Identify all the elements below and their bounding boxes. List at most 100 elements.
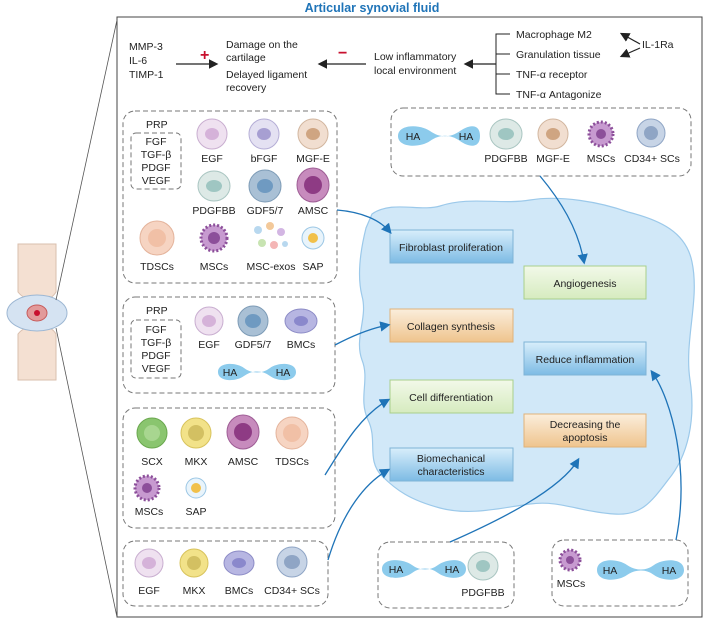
g2-ha-molecule [218, 363, 296, 381]
effect-biomech-label-1: Biomechanical [417, 453, 485, 465]
g4-label-bmcs: BMCs [225, 585, 254, 597]
g2-ha-right: HA [276, 367, 291, 379]
factor-granulation: Granulation tissue [516, 49, 601, 61]
arrow-g7-to-inflammation [650, 369, 682, 541]
effect-fibroblast-label: Fibroblast proliferation [399, 242, 503, 254]
effect-angio-box [523, 265, 647, 300]
g5-ha-molecule [398, 126, 480, 146]
effect-apoptosis-label-1: Decreasing the [550, 419, 621, 431]
group4-box [122, 540, 329, 607]
g6-cell-pdgfbb [467, 551, 499, 581]
g4-cell-egf [134, 548, 164, 578]
g1-label-gdf57: GDF5/7 [247, 205, 284, 217]
g1-prp-pdgf: PDGF [141, 162, 170, 174]
minus-sign: − [338, 45, 347, 62]
g1-cell-mscs [199, 223, 229, 253]
g3-cell-amsc [226, 414, 260, 450]
plus-sign: + [200, 47, 209, 64]
g4-cell-mkx [179, 548, 209, 578]
g5-label-mgfe: MGF-E [536, 153, 570, 165]
g1-prp-tgf: TGF-β [141, 149, 172, 161]
g2-prp-vegf: VEGF [142, 363, 171, 375]
effect-biomech-label-2: characteristics [417, 466, 484, 478]
effect-inflam-box [523, 341, 647, 376]
g5-cell-mgfe [537, 118, 569, 150]
marker-il6: IL-6 [129, 55, 147, 67]
g1-label-mscs: MSCs [200, 261, 229, 273]
group3-box [122, 407, 336, 529]
g1-label-sap: SAP [302, 261, 323, 273]
env-line-1: Low inflammatory [374, 51, 457, 63]
g6-ha-left: HA [389, 564, 404, 576]
factor-tnf-receptor: TNF-α receptor [516, 69, 588, 81]
g5-cell-cd34 [636, 118, 666, 148]
arrow-g2-to-collagen [334, 321, 391, 346]
zoom-line-bottom [55, 327, 118, 618]
group7-box [551, 539, 689, 607]
factors-bracket [495, 33, 510, 95]
g2-cell-gdf57 [237, 305, 269, 337]
arrow-il-to-macrophage [619, 32, 641, 45]
effect-inflam-label: Reduce inflammation [536, 354, 635, 366]
g4-cell-bmcs [223, 550, 255, 576]
damage-line-3: Delayed ligament [226, 69, 307, 81]
g3-label-tdscs: TDSCs [275, 456, 309, 468]
g4-label-mkx: MKX [183, 585, 206, 597]
factor-tnf-antagonize: TNF-α Antagonize [516, 89, 602, 101]
arrow-g3-to-differentiation [324, 398, 391, 476]
g1-prp-label: PRP [146, 119, 168, 131]
effect-differentiation-label: Cell differentiation [409, 392, 493, 404]
marker-timp1: TIMP-1 [129, 69, 164, 81]
g2-prp-tgf: TGF-β [141, 337, 172, 349]
g3-cell-mkx [180, 417, 212, 449]
g1-cell-sap [301, 226, 325, 250]
g3-label-sap: SAP [185, 506, 206, 518]
g1-prp-vegf: VEGF [142, 175, 171, 187]
zoom-line-top [55, 19, 118, 301]
env-line-2: local environment [374, 65, 456, 77]
effect-differentiation-box [389, 379, 514, 414]
effect-angio-label: Angiogenesis [553, 278, 616, 290]
damage-line-2: cartilage [226, 52, 266, 64]
g1-label-mscexos: MSC-exos [246, 261, 295, 273]
g5-ha-right: HA [459, 131, 474, 143]
g3-label-mkx: MKX [185, 456, 208, 468]
effect-collagen-box [389, 308, 514, 343]
g3-label-scx: SCX [141, 456, 163, 468]
g6-label-pdgfbb: PDGFBB [461, 587, 504, 599]
g2-prp-pdgf: PDGF [141, 350, 170, 362]
g4-cell-cd34 [276, 546, 308, 578]
g1-label-mgfe: MGF-E [296, 153, 330, 165]
g3-label-amsc: AMSC [228, 456, 259, 468]
marker-mmp3: MMP-3 [129, 41, 163, 53]
g2-cell-bmcs [284, 308, 318, 334]
diagram-title: Articular synovial fluid [305, 1, 440, 15]
arrow-g1-to-fibroblast [336, 209, 392, 234]
damage-line-4: recovery [226, 82, 267, 94]
effect-fibroblast-box [389, 229, 514, 264]
g3-cell-sap [185, 477, 207, 499]
g1-label-pdgfbb: PDGFBB [192, 205, 235, 217]
g2-prp-fgf: FGF [146, 324, 167, 336]
g5-label-pdgfbb: PDGFBB [484, 153, 527, 165]
g6-ha-molecule [382, 560, 466, 578]
g3-label-mscs: MSCs [135, 506, 164, 518]
g7-cell-mscs [558, 548, 582, 572]
g7-ha-left: HA [603, 565, 618, 577]
g1-label-amsc: AMSC [298, 205, 329, 217]
g1-cell-tdscs [139, 220, 175, 256]
g1-prp-box [130, 132, 182, 190]
g1-label-tdscs: TDSCs [140, 261, 174, 273]
g3-cell-mscs [133, 474, 161, 502]
effect-collagen-label: Collagen synthesis [407, 321, 495, 333]
g2-label-bmcs: BMCs [287, 339, 316, 351]
g4-label-egf: EGF [138, 585, 160, 597]
g2-cell-egf [194, 306, 224, 336]
g1-cell-gdf57 [248, 169, 282, 203]
arrow-g6-to-apoptosis [449, 457, 580, 543]
g1-label-bfgf: bFGF [251, 153, 278, 165]
group6-box [377, 541, 515, 609]
il1ra-label: IL-1Ra [642, 39, 674, 51]
g2-ha-left: HA [223, 367, 238, 379]
